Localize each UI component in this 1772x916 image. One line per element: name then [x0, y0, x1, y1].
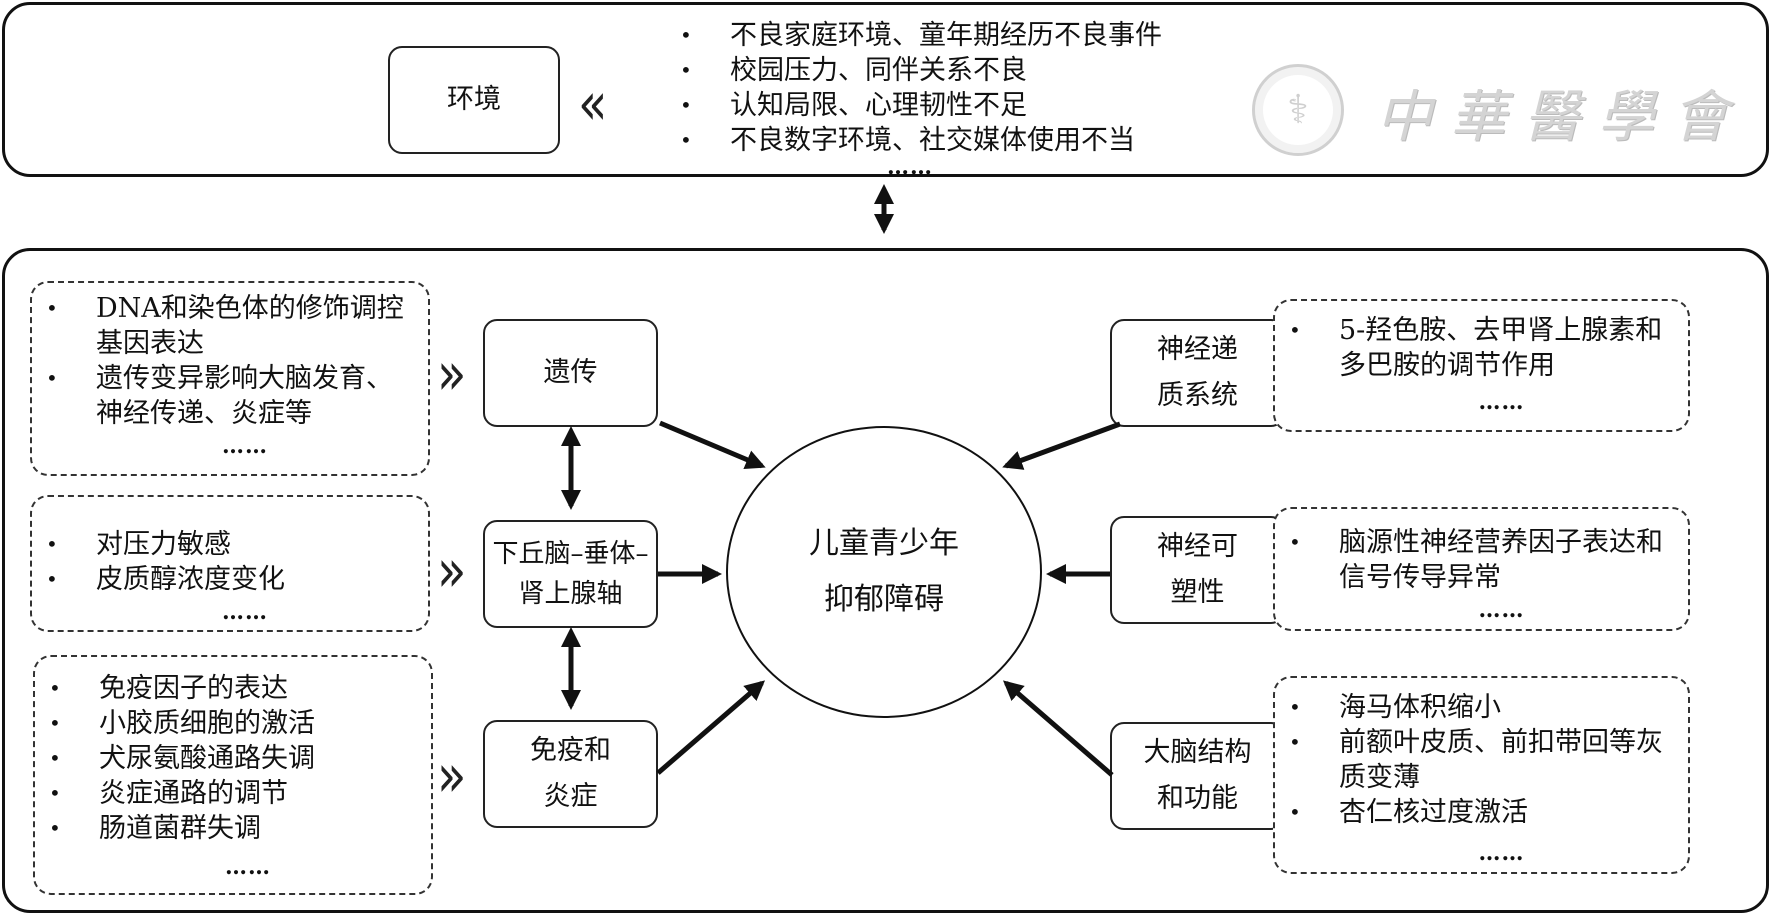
environment-node-label: 环境 [447, 84, 501, 115]
bullet-icon: • [49, 711, 61, 735]
environment-ellipsis: …… [887, 154, 933, 180]
neuroplasticity-detail-box: •脑源性神经营养因子表达和信号传导异常 …… [1273, 507, 1690, 631]
immune-detail-box: •免疫因子的表达 •小胶质细胞的激活 •犬尿氨酸通路失调 •炎症通路的调节 •肠… [33, 655, 433, 895]
brain-structure-detail-box: •海马体积缩小 •前额叶皮质、前扣带回等灰质变薄 •杏仁核过度激活 …… [1273, 676, 1690, 874]
detail-item: •肠道菌群失调 [49, 813, 261, 844]
node-label: 下丘脑–垂体– [492, 539, 649, 569]
detail-ellipsis: …… [225, 854, 271, 880]
node-label: 大脑结构 [1143, 737, 1252, 768]
immune-inflammation-node: 免疫和 炎症 [483, 720, 658, 828]
detail-item: •杏仁核过度激活 [1289, 797, 1528, 828]
detail-item: •海马体积缩小 [1289, 692, 1501, 723]
neurotransmitter-detail-box: •5-羟色胺、去甲肾上腺素和多巴胺的调节作用 …… [1273, 299, 1690, 432]
detail-item: •炎症通路的调节 [49, 778, 288, 809]
chevron-right-icon: » [437, 741, 467, 811]
bullet-icon: • [680, 93, 692, 117]
bullet-icon: • [46, 296, 58, 320]
bullet-icon: • [680, 58, 692, 82]
center-depression-node: 儿童青少年 抑郁障碍 [726, 426, 1042, 718]
environment-factor-list: •不良家庭环境、童年期经历不良事件 •校园压力、同伴关系不良 •认知局限、心理韧… [666, 18, 1266, 158]
chevron-right-icon: » [437, 339, 467, 409]
node-label: 肾上腺轴 [518, 579, 623, 609]
node-label: 神经可 [1157, 531, 1238, 562]
center-label-line2: 抑郁障碍 [824, 582, 944, 617]
center-label-line1: 儿童青少年 [809, 526, 959, 561]
environment-node: 环境 [388, 46, 560, 154]
detail-ellipsis: …… [1478, 840, 1525, 866]
node-label: 和功能 [1157, 783, 1238, 814]
bullet-icon: • [49, 816, 61, 840]
node-label: 炎症 [543, 781, 598, 812]
detail-item: •小胶质细胞的激活 [49, 708, 315, 739]
bullet-icon: • [1289, 530, 1301, 554]
chevron-right-icon: » [437, 536, 467, 606]
node-label: 神经递 [1157, 334, 1238, 365]
bullet-icon: • [46, 366, 58, 390]
neurotransmitter-node: 神经递 质系统 [1110, 319, 1285, 427]
node-label: 免疫和 [530, 735, 611, 766]
watermark-text: 中華醫學會 [1376, 85, 1746, 150]
node-label: 遗传 [543, 357, 598, 388]
detail-ellipsis: …… [222, 599, 268, 625]
node-label: 塑性 [1170, 577, 1225, 608]
bullet-icon: • [680, 23, 692, 47]
chevron-left-icon: « [578, 69, 608, 139]
detail-item: •5-羟色胺、去甲肾上腺素和多巴胺的调节作用 [1289, 315, 1663, 381]
neuroplasticity-node: 神经可 塑性 [1110, 516, 1285, 624]
bullet-icon: • [680, 128, 692, 152]
hpa-axis-node: 下丘脑–垂体– 肾上腺轴 [483, 520, 658, 628]
brain-structure-node: 大脑结构 和功能 [1110, 722, 1285, 830]
society-seal-icon: ⚕ [1252, 64, 1344, 156]
bullet-icon: • [1289, 800, 1301, 824]
detail-ellipsis: …… [222, 433, 268, 459]
bullet-icon: • [1289, 695, 1301, 719]
detail-ellipsis: …… [1478, 389, 1525, 415]
environment-factor: •不良家庭环境、童年期经历不良事件 [680, 20, 1162, 51]
detail-item: •免疫因子的表达 [49, 673, 288, 704]
detail-ellipsis: …… [1478, 597, 1525, 623]
environment-factor: •不良数字环境、社交媒体使用不当 [680, 125, 1135, 156]
bullet-icon: • [1289, 318, 1301, 342]
bullet-icon: • [49, 676, 61, 700]
detail-item: •犬尿氨酸通路失调 [49, 743, 315, 774]
detail-item: •前额叶皮质、前扣带回等灰质变薄 [1289, 727, 1663, 793]
environment-factor: •校园压力、同伴关系不良 [680, 55, 1027, 86]
detail-item: •遗传变异影响大脑发育、神经传递、炎症等 [46, 363, 393, 429]
detail-item: •DNA和染色体的修饰调控基因表达 [46, 293, 404, 359]
genetics-detail-box: •DNA和染色体的修饰调控基因表达 •遗传变异影响大脑发育、神经传递、炎症等 …… [30, 281, 430, 476]
genetics-node: 遗传 [483, 319, 658, 427]
hpa-detail-box: •对压力敏感 •皮质醇浓度变化 …… [30, 495, 430, 632]
bullet-icon: • [49, 746, 61, 770]
bullet-icon: • [46, 567, 58, 591]
detail-item: •皮质醇浓度变化 [46, 564, 285, 595]
environment-factor: •认知局限、心理韧性不足 [680, 90, 1027, 121]
bullet-icon: • [46, 532, 58, 556]
detail-item: •脑源性神经营养因子表达和信号传导异常 [1289, 527, 1663, 593]
environment-panel [2, 2, 1769, 177]
node-label: 质系统 [1157, 380, 1238, 411]
bullet-icon: • [1289, 730, 1301, 754]
bullet-icon: • [49, 781, 61, 805]
detail-item: •对压力敏感 [46, 529, 231, 560]
